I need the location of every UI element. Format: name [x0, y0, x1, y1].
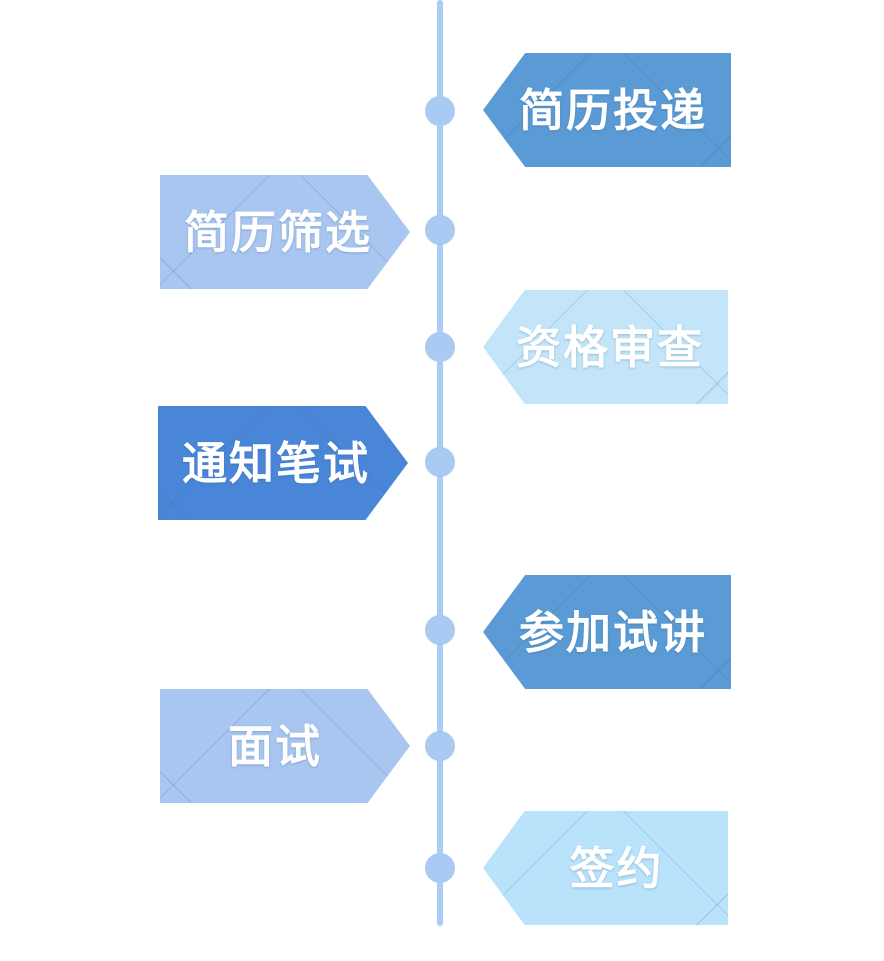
- stage-fill-3: [483, 290, 728, 404]
- stage-block-7[interactable]: 签约: [483, 811, 728, 925]
- stage-arrow-shape-1: [483, 53, 731, 167]
- stage-fill-4: [158, 406, 408, 520]
- stage-arrow-shape-2: [160, 175, 410, 289]
- timeline-node-3[interactable]: [425, 332, 455, 362]
- timeline-node-6[interactable]: [425, 731, 455, 761]
- stage-fill-7: [483, 811, 728, 925]
- stage-quilt-texture-7: [483, 811, 728, 925]
- stage-quilt-texture-2: [160, 175, 410, 289]
- stage-block-1[interactable]: 简历投递: [483, 53, 731, 167]
- stage-label-6: 面试: [227, 720, 322, 772]
- stage-quilt-texture-6: [160, 689, 410, 803]
- stage-fill-6: [160, 689, 410, 803]
- stage-block-6[interactable]: 面试: [160, 689, 410, 803]
- stage-arrow-shape-4: [158, 406, 408, 520]
- stage-arrow-shape-5: [483, 575, 731, 689]
- stage-block-5[interactable]: 参加试讲: [483, 575, 731, 689]
- timeline-node-1[interactable]: [425, 96, 455, 126]
- timeline-node-4[interactable]: [425, 447, 455, 477]
- stage-fill-2: [160, 175, 410, 289]
- timeline-node-5[interactable]: [425, 615, 455, 645]
- stage-block-3[interactable]: 资格审查: [483, 290, 728, 404]
- stage-quilt-texture-4: [158, 406, 408, 520]
- timeline-node-2[interactable]: [425, 215, 455, 245]
- stage-label-1: 简历投递: [518, 84, 707, 136]
- stage-label-2: 简历筛选: [184, 206, 373, 258]
- stage-quilt-texture-3: [483, 290, 728, 404]
- timeline-node-7[interactable]: [425, 853, 455, 883]
- stage-arrow-shape-3: [483, 290, 728, 404]
- stage-fill-1: [483, 53, 731, 167]
- stage-arrow-shape-6: [160, 689, 410, 803]
- stage-quilt-texture-1: [483, 53, 731, 167]
- stage-label-3: 资格审查: [515, 321, 704, 373]
- stage-arrow-shape-7: [483, 811, 728, 925]
- stage-label-4: 通知笔试: [182, 437, 371, 489]
- stage-fill-5: [483, 575, 731, 689]
- stage-block-2[interactable]: 简历筛选: [160, 175, 410, 289]
- stage-label-5: 参加试讲: [518, 606, 707, 658]
- stage-quilt-texture-5: [483, 575, 731, 689]
- stage-block-4[interactable]: 通知笔试: [158, 406, 408, 520]
- stage-label-7: 签约: [569, 842, 664, 894]
